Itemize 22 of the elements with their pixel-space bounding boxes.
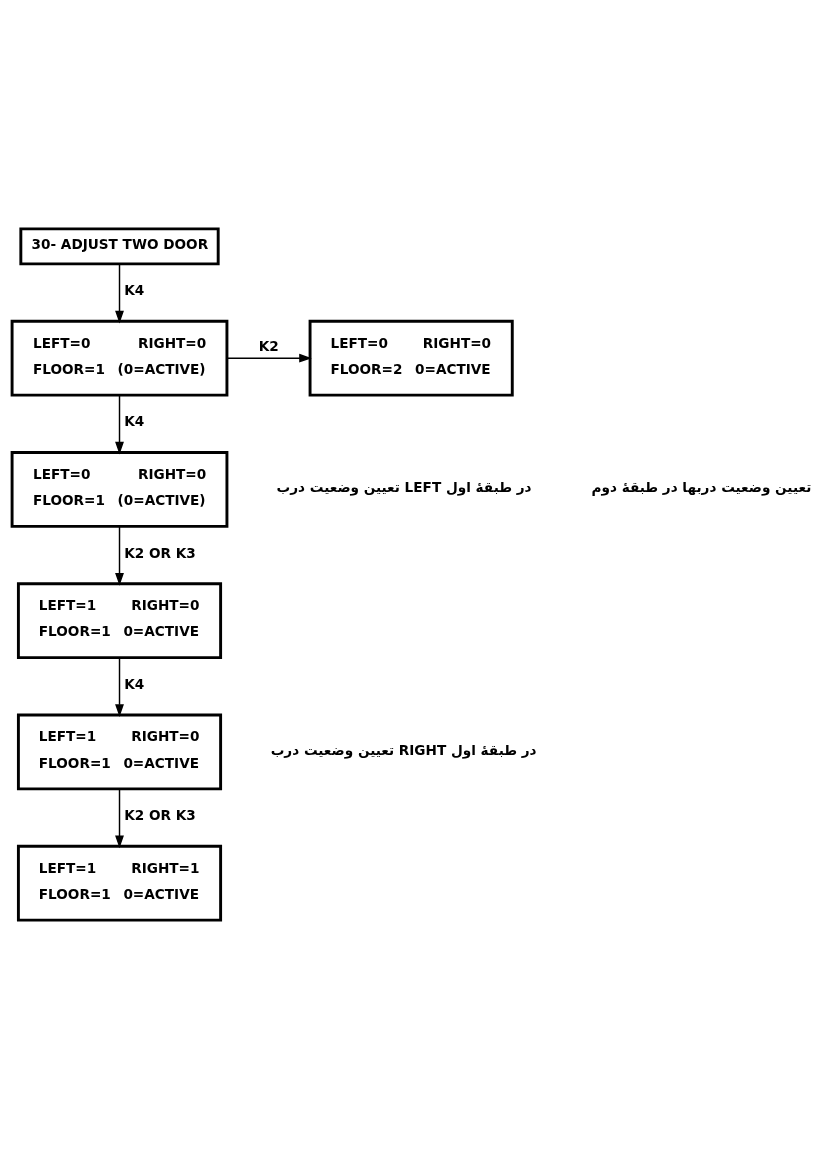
edge-label: K2 OR K3 (124, 544, 196, 561)
node-box: LEFT=0 RIGHT=0 FLOOR=1 (0=ACTIVE) (10, 451, 229, 528)
arrow (115, 394, 124, 455)
arrow (115, 525, 124, 586)
edge-label: K4 (124, 675, 145, 692)
node-box: LEFT=0 RIGHT=0 FLOOR=2 0=ACTIVE (308, 319, 514, 397)
node-box: LEFT=0 RIGHT=0 FLOOR=1 (0=ACTIVE) (10, 319, 229, 397)
edge-label: K4 (124, 282, 145, 299)
node-box: LEFT=1 RIGHT=1 FLOOR=1 0=ACTIVE (16, 844, 223, 922)
arrow (115, 788, 124, 849)
edge-label: K4 (124, 413, 145, 430)
node-box: LEFT=1 RIGHT=0 FLOOR=1 0=ACTIVE (16, 582, 223, 660)
node-label: تعیین وضعیت درب LEFT در طبقهٔ اول (276, 479, 532, 496)
node-box: LEFT=1 RIGHT=0 FLOOR=1 0=ACTIVE (16, 713, 223, 791)
node-label: تعیین وضعیت درب RIGHT در طبقهٔ اول (270, 741, 537, 758)
edge-label: K2 OR K3 (124, 807, 196, 824)
edge-label: K2 (258, 337, 279, 354)
label: تعیین وضعیت دربها در طبقهٔ دوم (591, 479, 812, 496)
arrow (115, 263, 124, 324)
arrow (115, 656, 124, 717)
node-box: 30- ADJUST TWO DOOR (19, 227, 220, 266)
arrow (226, 353, 312, 363)
